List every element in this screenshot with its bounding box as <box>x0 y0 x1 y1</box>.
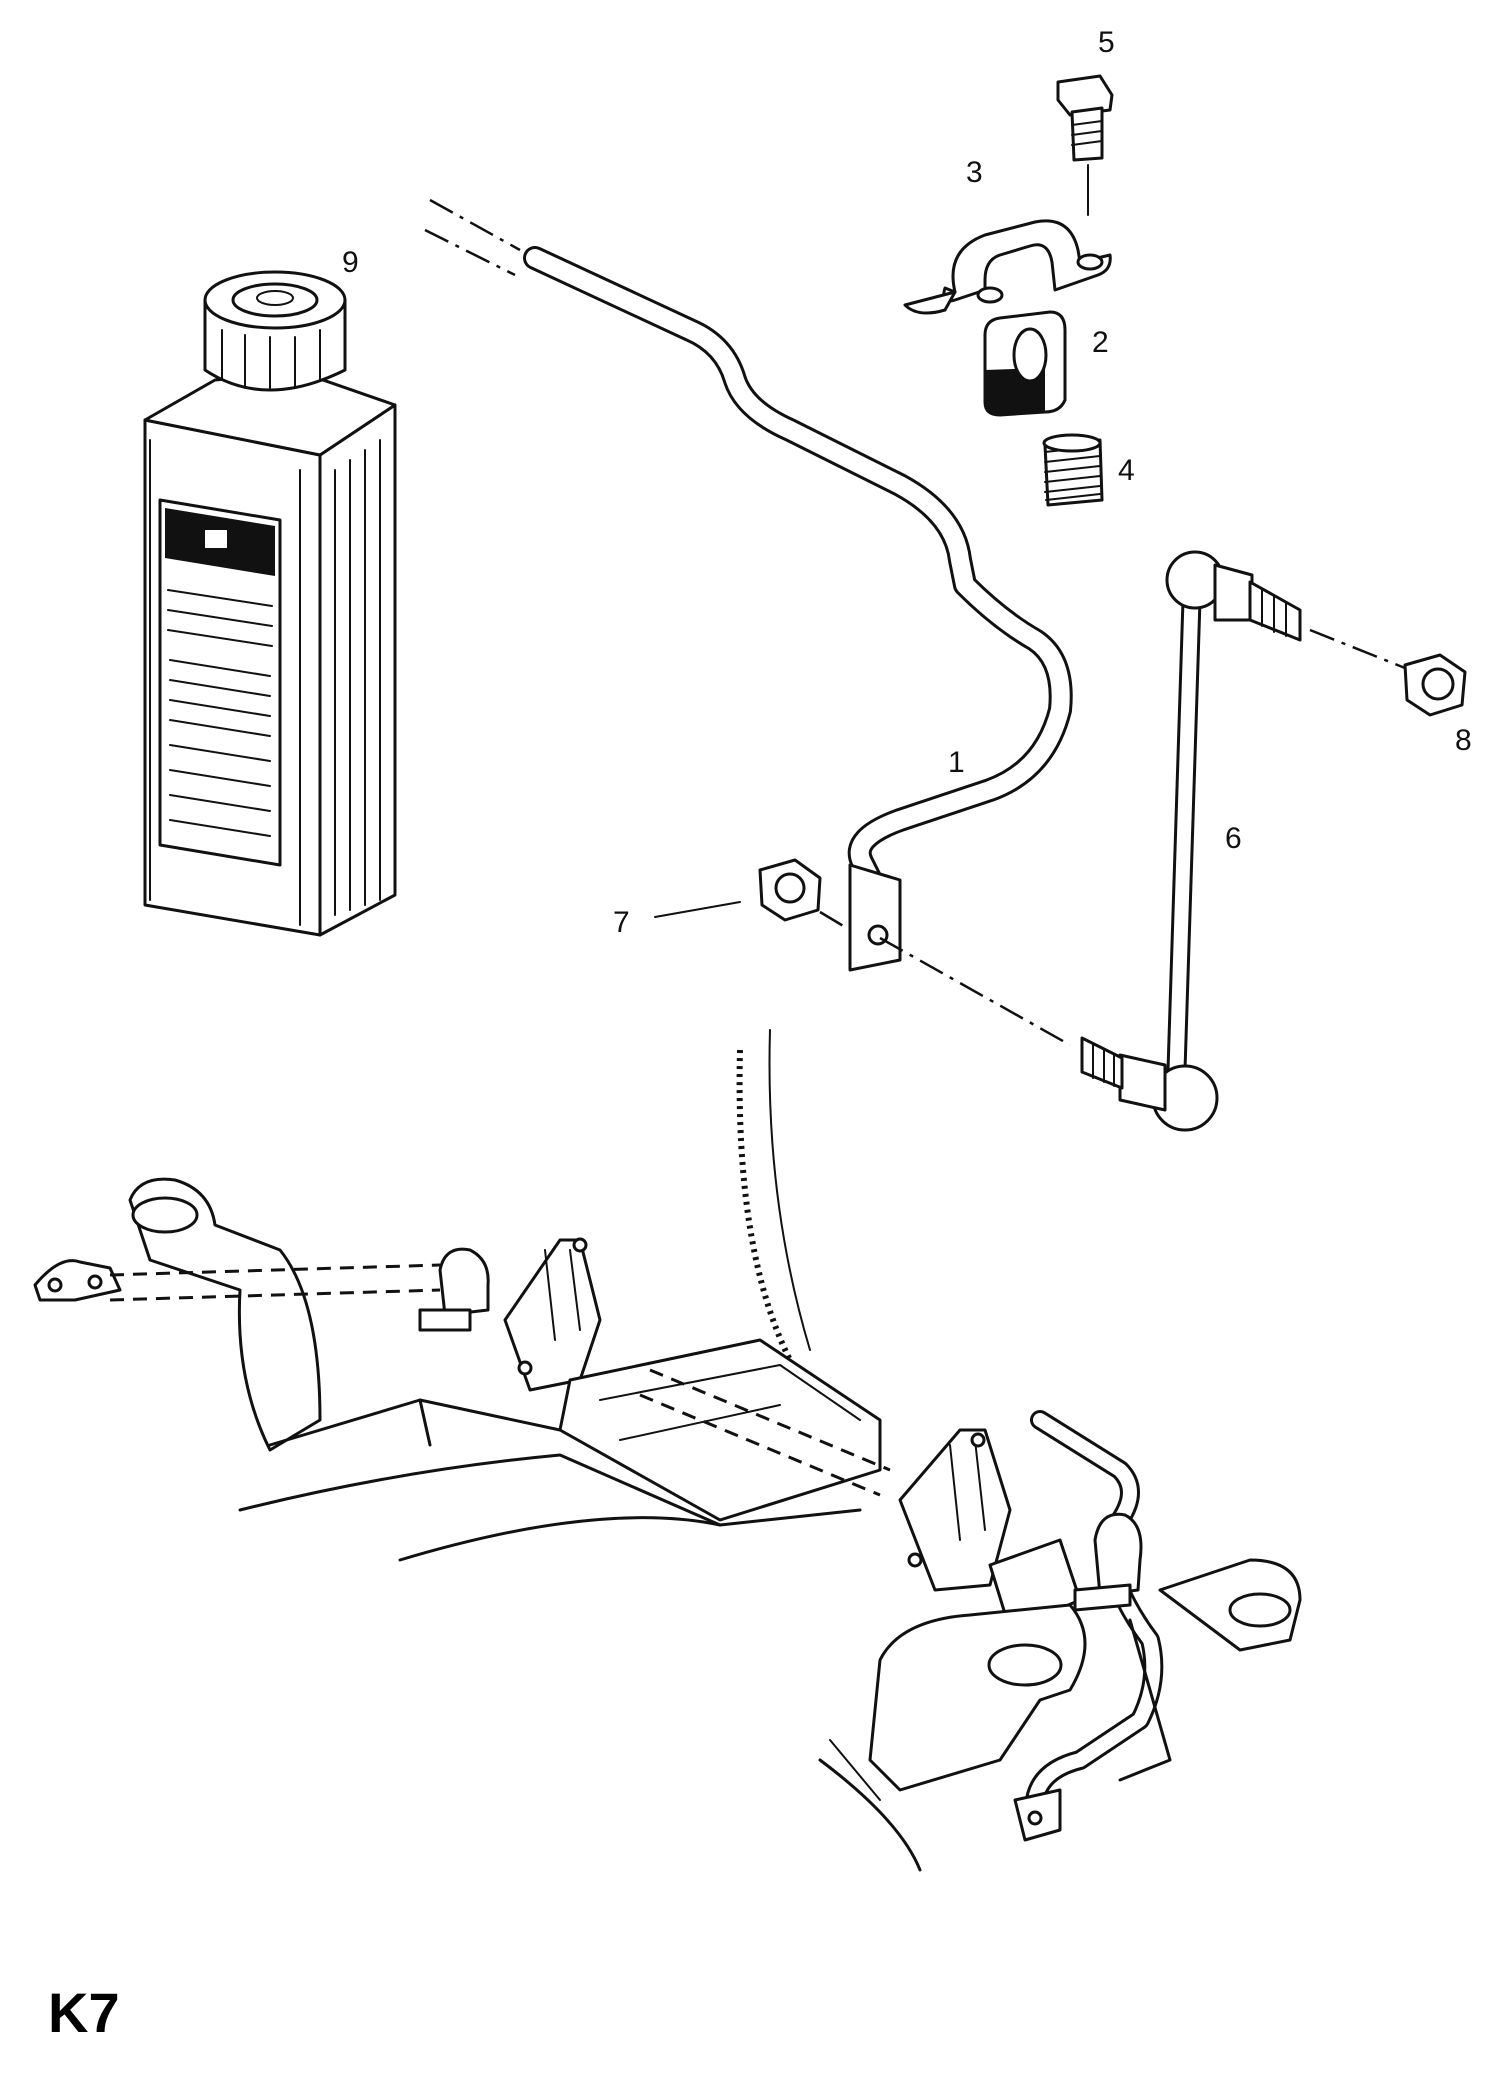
callout-1: 1 <box>948 746 965 779</box>
stabilizer-bar <box>424 198 1073 1047</box>
nut-right <box>1403 653 1467 717</box>
detail-reference-curve <box>736 1029 811 1362</box>
coupling-rod <box>1080 550 1411 1132</box>
callout-7: 7 <box>613 906 630 939</box>
callout-labels: 1 2 3 4 5 6 7 8 9 <box>342 26 1472 939</box>
callout-9: 9 <box>342 246 359 279</box>
nut-left <box>758 858 851 932</box>
page-code: K7 <box>48 1981 120 2044</box>
spring-bush <box>1042 433 1104 507</box>
subframe-assembly <box>33 1177 1302 1872</box>
bolt <box>1056 74 1114 216</box>
clamp <box>903 219 1112 315</box>
callout-5: 5 <box>1098 26 1115 59</box>
callout-8: 8 <box>1455 724 1472 757</box>
rubber-bush <box>983 310 1067 417</box>
callout-3: 3 <box>966 156 983 189</box>
leader-lines <box>654 901 741 918</box>
callout-4: 4 <box>1118 454 1135 487</box>
callout-2: 2 <box>1092 326 1109 359</box>
fluid-bottle <box>143 270 397 937</box>
callout-6: 6 <box>1225 822 1242 855</box>
